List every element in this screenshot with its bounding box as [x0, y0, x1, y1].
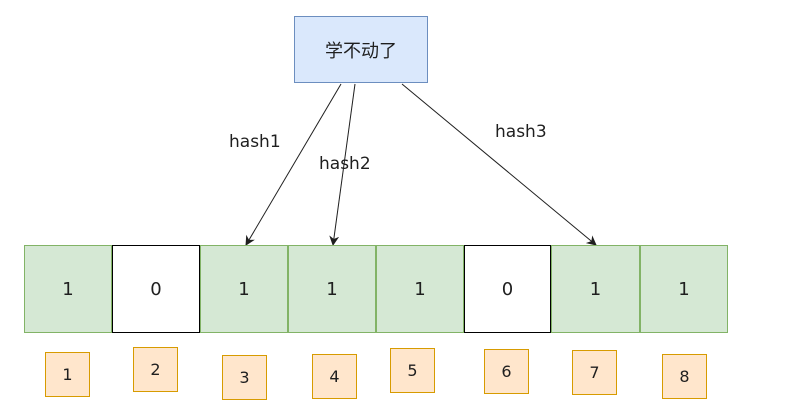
index-value: 4 — [329, 367, 340, 386]
index-value: 3 — [239, 368, 250, 387]
key-node-label: 学不动了 — [325, 40, 397, 62]
edge-arrow-hash1 — [245, 83, 342, 246]
index-label-1: 1 — [45, 352, 90, 397]
bit-cell-5: 1 — [376, 245, 464, 333]
index-value: 8 — [679, 367, 690, 386]
bit-cell-2: 0 — [112, 245, 200, 333]
index-value: 1 — [62, 365, 73, 384]
index-label-6: 6 — [484, 349, 529, 394]
bit-cell-3: 1 — [200, 245, 288, 333]
bit-value: 1 — [678, 278, 690, 300]
edge-label-hash2: hash2 — [319, 154, 371, 174]
bit-cell-4: 1 — [288, 245, 376, 333]
bit-cell-8: 1 — [640, 245, 728, 333]
index-label-7: 7 — [572, 350, 617, 395]
index-label-5: 5 — [390, 348, 435, 393]
key-node: 学不动了 — [294, 16, 428, 83]
bit-value: 1 — [326, 278, 338, 300]
bit-value: 1 — [62, 278, 74, 300]
index-value: 7 — [589, 363, 600, 382]
bit-value: 1 — [238, 278, 250, 300]
index-value: 2 — [150, 360, 161, 379]
edge-arrow-hash3 — [401, 83, 597, 246]
bit-value: 1 — [589, 278, 602, 300]
index-label-3: 3 — [222, 355, 267, 400]
bit-cell-1: 1 — [24, 245, 112, 333]
index-value: 5 — [407, 361, 418, 380]
bit-cell-6: 0 — [464, 245, 551, 333]
bit-value: 0 — [501, 278, 514, 300]
bit-value: 0 — [150, 278, 162, 300]
edge-label-hash3: hash3 — [495, 122, 547, 142]
bit-value: 1 — [414, 278, 426, 300]
bit-cell-7: 1 — [551, 245, 640, 333]
index-label-4: 4 — [312, 354, 357, 399]
edge-arrow-hash2 — [329, 83, 356, 246]
index-label-8: 8 — [662, 354, 707, 399]
index-value: 6 — [501, 362, 512, 381]
edge-label-hash1: hash1 — [229, 132, 281, 152]
index-label-2: 2 — [133, 347, 178, 392]
